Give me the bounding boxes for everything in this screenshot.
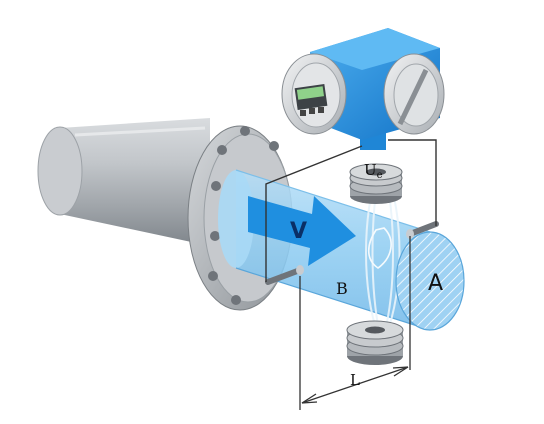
area-label: A	[428, 271, 443, 296]
cross-section-area	[395, 231, 465, 331]
velocity-label: V	[290, 219, 307, 244]
length-label: L	[350, 371, 360, 389]
flange-bolt-icon	[231, 295, 241, 305]
inlet-pipe	[37, 118, 210, 246]
length-dimension	[299, 236, 411, 410]
ue-label: Ue	[364, 161, 383, 181]
flange-bolt-icon	[210, 231, 220, 241]
flow-arrow-icon	[248, 196, 356, 266]
signal-wiring	[265, 139, 437, 282]
magnetic-field-label: B	[336, 279, 348, 298]
electrode-icon	[265, 265, 304, 285]
flange-bolt-icon	[211, 181, 221, 191]
flange-bolt-icon	[208, 271, 218, 281]
flange-bolt-icon	[240, 126, 250, 136]
flange-bolt-icon	[269, 141, 279, 151]
electrode-icon	[406, 221, 439, 239]
flange-bolt-icon	[217, 145, 227, 155]
coil-icon	[349, 163, 403, 204]
coil-icon	[346, 320, 404, 365]
transmitter-icon	[281, 28, 445, 150]
